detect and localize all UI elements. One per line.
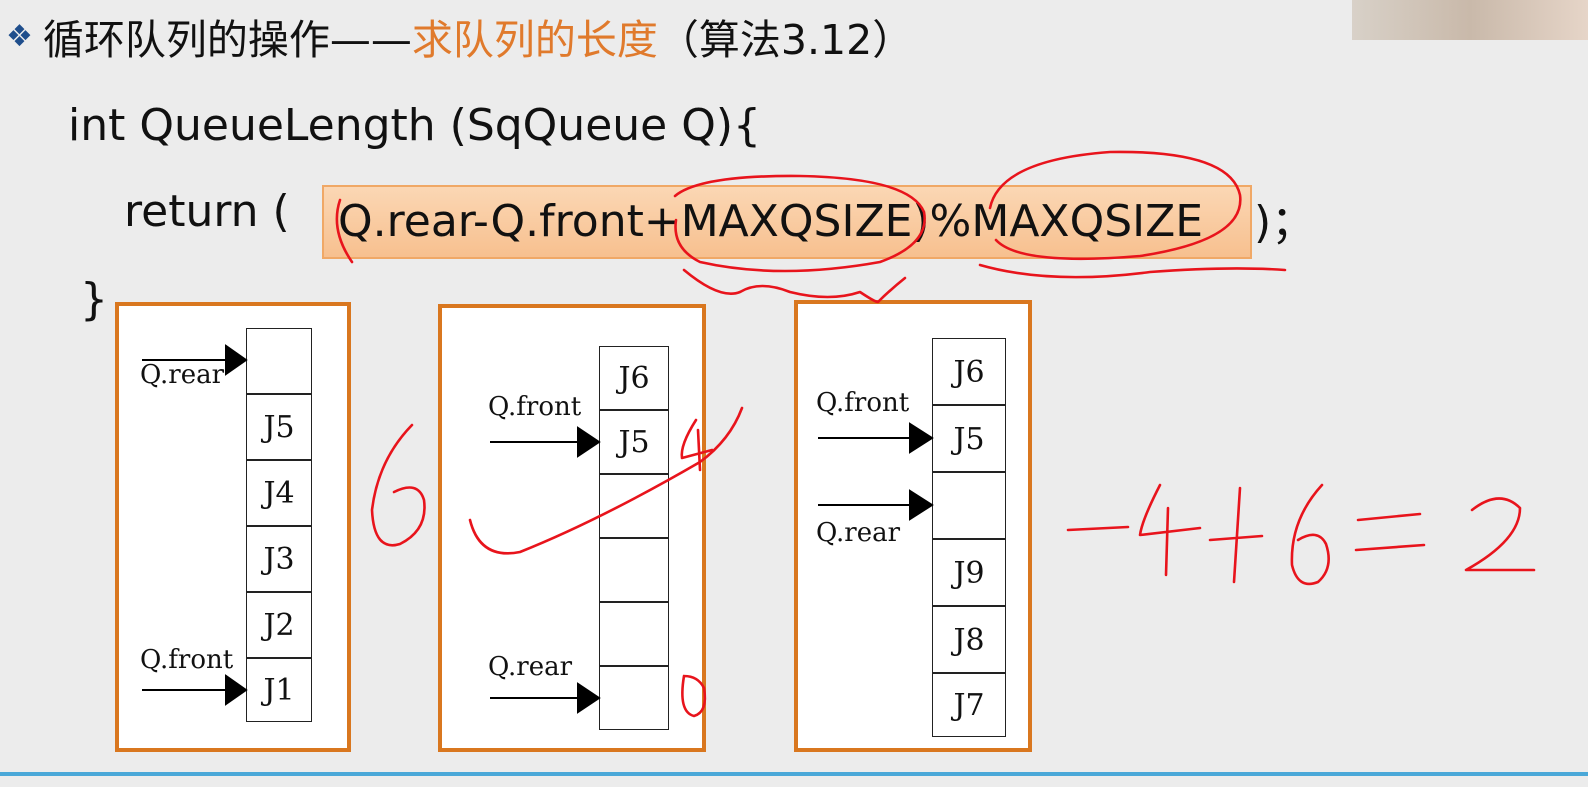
- highlighted-expression: Q.rear-Q.front+MAXQSIZE)%MAXQSIZE: [322, 185, 1252, 259]
- queue-cell: J5: [599, 410, 669, 474]
- slide-bottom-rule: [0, 772, 1588, 776]
- front-pointer-label: Q.front: [488, 392, 582, 422]
- code-return-prefix: return (: [124, 186, 290, 237]
- ink-eq-4: [1138, 483, 1202, 577]
- queue-cell: [246, 328, 312, 394]
- ink-underline-2: [978, 263, 1287, 279]
- queue-cell: J3: [246, 526, 312, 592]
- queue-cell: J5: [932, 405, 1006, 472]
- ink-eq-6: [1290, 483, 1330, 586]
- webcam-overlay: [1352, 0, 1588, 40]
- ink-underline-1: [682, 268, 907, 304]
- title-main: 循环队列的操作——: [42, 16, 412, 64]
- queue-cell: J6: [599, 346, 669, 410]
- front-pointer-label: Q.front: [816, 388, 910, 418]
- queue-cell: J8: [932, 606, 1006, 673]
- queue-cell: [599, 602, 669, 666]
- rear-pointer-label: Q.rear: [488, 652, 573, 682]
- title-accent: 求队列的长度: [411, 16, 658, 64]
- queue-cell: [599, 538, 669, 602]
- queue-cell: J2: [246, 592, 312, 658]
- title-suffix: （算法3.12）: [657, 16, 914, 64]
- slide-title: ❖ 循环队列的操作—— 求队列的长度 （算法3.12）: [6, 6, 913, 66]
- rear-pointer-label: Q.rear: [140, 360, 225, 390]
- queue-cell: [932, 472, 1006, 539]
- queue-cell: J1: [246, 658, 312, 722]
- queue-cell: J6: [932, 338, 1006, 405]
- queue-cell: J9: [932, 539, 1006, 606]
- code-signature: int QueueLength (SqQueue Q){: [68, 100, 761, 151]
- ink-equals: [1354, 512, 1426, 552]
- queue-cell: [599, 474, 669, 538]
- queue-cell: J5: [246, 394, 312, 460]
- front-pointer-label: Q.front: [140, 645, 234, 675]
- code-return-suffix: )；: [1254, 197, 1316, 248]
- queue-cell: J7: [932, 673, 1006, 737]
- bullet-icon: ❖: [6, 18, 33, 54]
- rear-pointer-label: Q.rear: [816, 518, 901, 548]
- queue-cell: [599, 666, 669, 730]
- ink-minus: [1066, 525, 1130, 532]
- ink-digit-6: [370, 423, 426, 547]
- queue-cell: J4: [246, 460, 312, 526]
- ink-plus: [1208, 486, 1264, 584]
- code-close-brace: }: [80, 274, 108, 325]
- ink-eq-2: [1464, 497, 1536, 572]
